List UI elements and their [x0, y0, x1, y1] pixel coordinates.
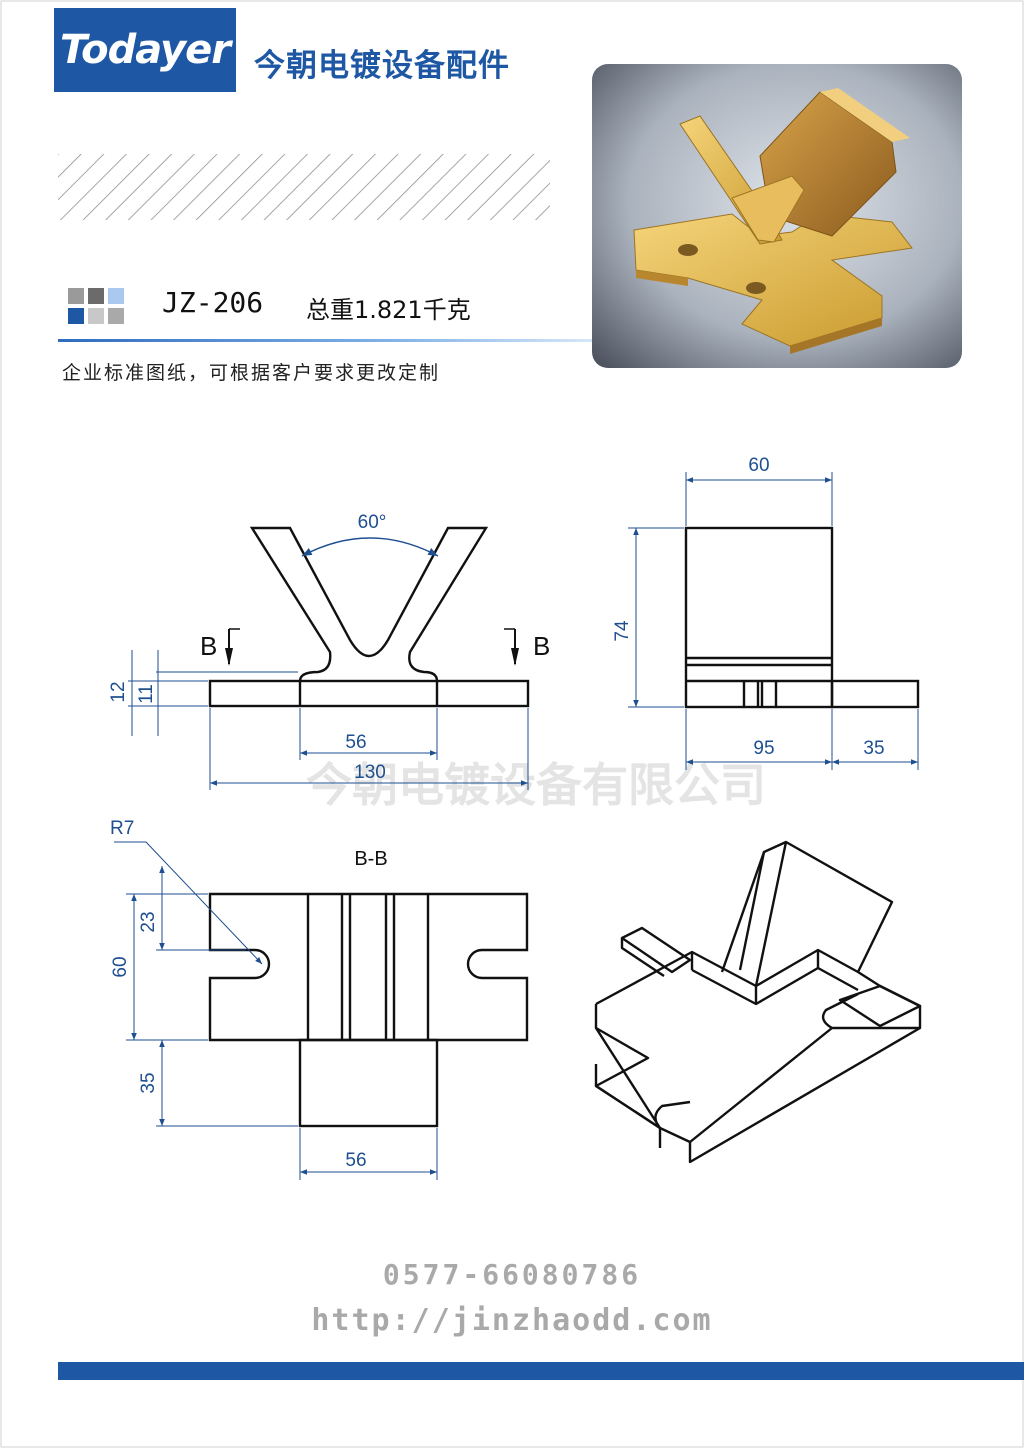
- phone-number: 0577-66080786: [382, 1258, 642, 1291]
- swatch: [108, 288, 124, 304]
- dim-60-section: 60: [110, 956, 131, 977]
- dim-35-side: 35: [863, 738, 884, 759]
- dim-130: 130: [354, 762, 386, 783]
- section-view: [208, 892, 529, 1128]
- dim-r7: R7: [110, 818, 134, 839]
- swatch: [88, 308, 104, 324]
- dim-11: 11: [136, 684, 157, 704]
- footer-bar: [58, 1362, 1024, 1380]
- angle-label: 60°: [358, 512, 387, 533]
- dim-60-top: 60: [748, 455, 769, 476]
- section-mark-left: B: [200, 628, 240, 666]
- dim-74: 74: [612, 620, 633, 642]
- section-label: B: [200, 631, 217, 661]
- dim-12: 12: [108, 681, 129, 702]
- company-name: 今朝电镀设备配件: [254, 48, 510, 84]
- divider: [58, 339, 598, 342]
- swatch: [68, 308, 84, 324]
- section-dim-lines: [114, 841, 438, 1180]
- side-view: [684, 526, 920, 709]
- dim-56-section: 56: [345, 1150, 366, 1171]
- section-label: B: [533, 631, 550, 661]
- side-dim-lines: [628, 472, 919, 770]
- dim-35-section: 35: [138, 1072, 159, 1093]
- dim-56: 56: [345, 732, 366, 753]
- brand-logo: Todayer: [54, 8, 236, 92]
- section-mark-right: B: [504, 628, 550, 666]
- model-number: JZ-206: [162, 286, 264, 319]
- product-weight: 总重1.821千克: [306, 296, 471, 324]
- hatch-band: [58, 154, 550, 220]
- dim-95: 95: [753, 738, 774, 759]
- website-url[interactable]: http://jinzhaodd.com: [311, 1303, 713, 1338]
- dim-23: 23: [138, 911, 159, 932]
- product-photo: [592, 64, 962, 368]
- swatch: [108, 308, 124, 324]
- swatch: [68, 288, 84, 304]
- angle-arc: [301, 537, 439, 557]
- front-view: [208, 526, 530, 708]
- swatch: [88, 288, 104, 304]
- front-dim-lines: [128, 650, 529, 790]
- section-title: B-B: [354, 848, 387, 870]
- drawing-note: 企业标准图纸，可根据客户要求更改定制: [62, 362, 441, 384]
- isometric-view: [594, 840, 922, 1164]
- technical-drawing: 今朝电镀设备有限公司 60° B B 12 11 56 130: [108, 455, 922, 1180]
- logo-text: Todayer: [60, 27, 231, 73]
